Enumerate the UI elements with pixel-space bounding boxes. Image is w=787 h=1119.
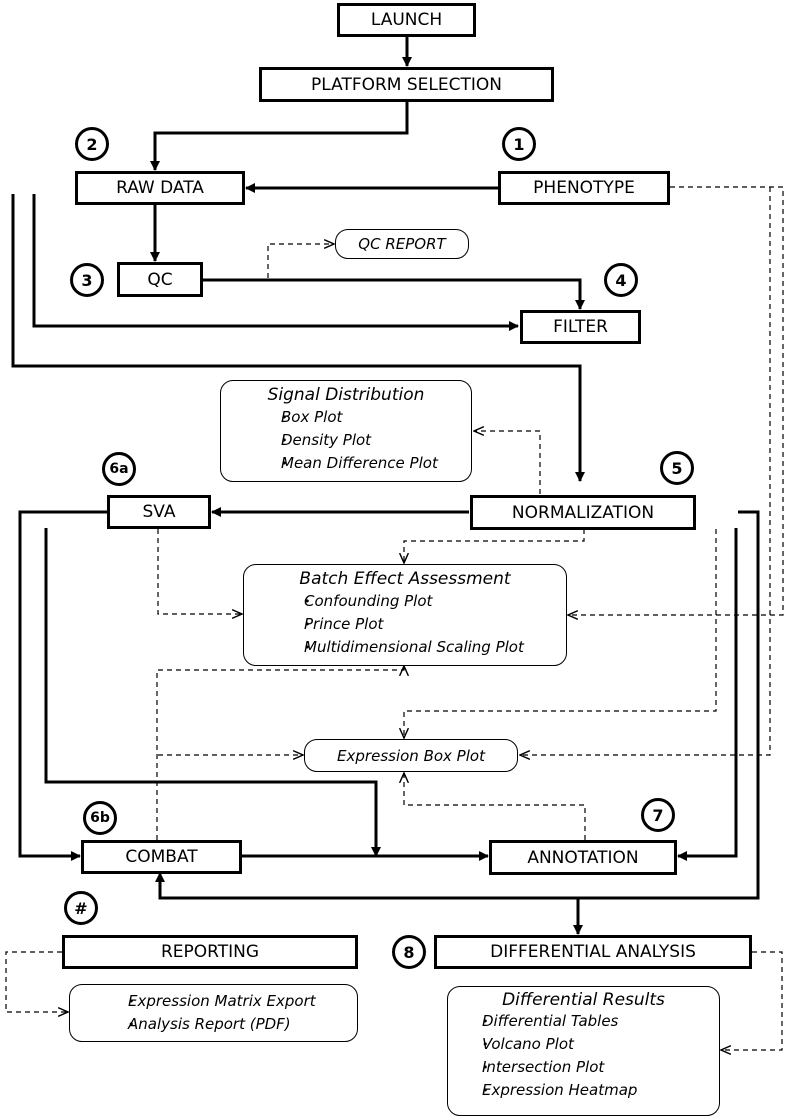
- dash-annotation-exprbox: [404, 773, 586, 840]
- signal-distribution-item: Density Plot: [221, 429, 471, 452]
- step-badge-phenotype: 1: [502, 127, 536, 161]
- phenotype-step: PHENOTYPE: [498, 171, 670, 205]
- edge-normalization-combat: [155, 510, 760, 900]
- differential-results-item: Differential Tables: [448, 1010, 719, 1033]
- edge-normalization-annotation: [677, 528, 738, 861]
- dash-combat-batch: [156, 666, 404, 840]
- differential-results-item: Intersection Plot: [448, 1056, 719, 1079]
- qc-step: QC: [117, 262, 203, 297]
- step-badge-differential: 8: [392, 935, 426, 969]
- edge-platform-rawdata: [150, 102, 409, 171]
- batch-effect-panel: Batch Effect Assessment Confounding Plot…: [243, 564, 567, 666]
- dash-reporting-items: [5, 951, 68, 1012]
- reporting-step: REPORTING: [62, 935, 358, 969]
- edge-rawdata-filter: [32, 194, 519, 331]
- step-badge-annotation: 7: [641, 798, 675, 832]
- step-badge-sva: 6a: [102, 452, 136, 486]
- step-badge-qc: 3: [70, 263, 104, 297]
- batch-effect-item: Confounding Plot: [244, 590, 566, 613]
- dash-normalization-signal: [474, 431, 541, 494]
- annotation-step: ANNOTATION: [489, 840, 677, 875]
- differential-results-item: Expression Heatmap: [448, 1079, 719, 1102]
- batch-effect-item: Multidimensional Scaling Plot: [244, 636, 566, 659]
- qc-report-label: QC REPORT: [358, 235, 446, 253]
- edge-sva-combat: [18, 510, 108, 861]
- signal-distribution-item: Box Plot: [221, 406, 471, 429]
- dash-sva-batch: [157, 529, 242, 614]
- batch-effect-title: Batch Effect Assessment: [299, 569, 511, 589]
- filter-step: FILTER: [520, 310, 641, 344]
- dash-normalization-exprbox: [404, 529, 717, 738]
- batch-effect-item: Prince Plot: [244, 613, 566, 636]
- dash-phenotype-batch: [568, 186, 784, 615]
- dash-phenotype-exprbox: [520, 187, 771, 755]
- sva-step: SVA: [107, 495, 211, 529]
- step-badge-combat: 6b: [83, 801, 117, 835]
- expression-box-plot-label: Expression Box Plot: [337, 746, 485, 765]
- platform-selection-step: PLATFORM SELECTION: [259, 67, 554, 102]
- signal-distribution-item: Mean Difference Plot: [221, 452, 471, 475]
- launch-step: LAUNCH: [337, 3, 476, 37]
- step-badge-normalization: 5: [660, 451, 694, 485]
- edge-qc-filter: [202, 278, 585, 310]
- normalization-step: NORMALIZATION: [470, 495, 696, 530]
- qc-report-output: QC REPORT: [335, 229, 469, 259]
- edge-sva-annotation-join: [44, 528, 381, 857]
- raw-data-step: RAW DATA: [75, 171, 245, 205]
- step-badge-filter: 4: [604, 263, 638, 297]
- reporting-items-panel: Expression Matrix Export Analysis Report…: [69, 984, 358, 1042]
- reporting-item: Expression Matrix Export: [70, 990, 357, 1013]
- dash-qc-report: [267, 244, 334, 278]
- expression-box-plot-output: Expression Box Plot: [304, 739, 518, 772]
- differential-results-item: Volcano Plot: [448, 1033, 719, 1056]
- dash-normalization-batch: [404, 529, 585, 563]
- step-badge-raw-data: 2: [75, 127, 109, 161]
- reporting-item: Analysis Report (PDF): [70, 1013, 357, 1036]
- differential-results-title: Differential Results: [502, 990, 665, 1010]
- differential-results-panel: Differential Results Differential Tables…: [447, 986, 720, 1116]
- differential-analysis-step: DIFFERENTIAL ANALYSIS: [434, 935, 752, 969]
- step-badge-reporting: #: [64, 891, 98, 925]
- signal-distribution-panel: Signal Distribution Box Plot Density Plo…: [220, 380, 472, 482]
- edge-rawdata-normalization: [11, 194, 585, 482]
- signal-distribution-title: Signal Distribution: [267, 385, 425, 405]
- combat-step: COMBAT: [81, 840, 242, 874]
